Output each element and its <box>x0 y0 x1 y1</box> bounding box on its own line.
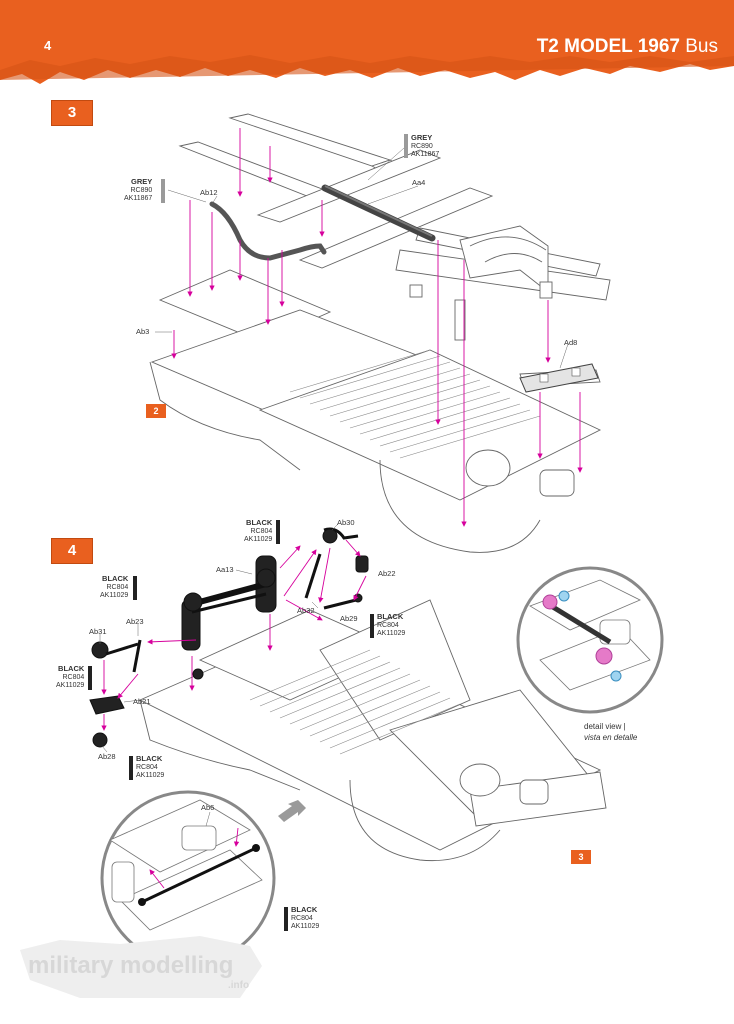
step-3-ref-badge: 2 <box>146 404 166 418</box>
step3-upper-frame <box>178 113 611 341</box>
label-ab3: Ab3 <box>136 327 150 336</box>
paint-code-1: RC890 <box>130 186 153 194</box>
step4-chassis <box>138 599 607 862</box>
label-ab21: Ab21 <box>133 697 151 706</box>
page-number: 4 <box>44 38 52 53</box>
paint-swatch-grey-left <box>161 179 165 203</box>
paint-code-2: AK11029 <box>377 630 406 637</box>
paint-callout-black-detail: BLACK RC804 AK11029 <box>291 905 320 932</box>
part-ab12-bar <box>209 201 327 261</box>
paint-swatch-black-top <box>276 520 280 544</box>
caption-es: vista en detalle <box>584 733 638 742</box>
paint-callout-black-right: BLACK RC804 AK11029 <box>377 612 406 639</box>
paint-color: BLACK <box>377 612 404 621</box>
paint-code-1: RC804 <box>250 527 273 535</box>
paint-color: BLACK <box>291 905 318 914</box>
paint-code-2: AK11867 <box>124 195 153 202</box>
paint-swatch-black-detail <box>284 907 288 931</box>
paint-code-2: AK11029 <box>136 772 165 779</box>
step-4-badge: 4 <box>51 538 93 564</box>
label-ad8: Ad8 <box>564 338 578 347</box>
paint-swatch-grey-top <box>404 134 408 158</box>
detail-view-circle <box>516 566 664 714</box>
paint-code-2: AK11029 <box>56 682 85 689</box>
label-ab28: Ab28 <box>98 752 116 761</box>
label-ab12: Ab12 <box>200 188 218 197</box>
paint-swatch-black-left-upper <box>133 576 137 600</box>
title-model: T2 MODEL 1967 <box>536 36 680 57</box>
paint-code-1: RC804 <box>291 914 313 922</box>
document-title: T2 MODEL 1967 Bus <box>537 36 718 58</box>
paint-color: GREY <box>411 133 433 142</box>
paint-callout-grey-top: GREY RC890 AK11867 <box>411 133 440 160</box>
detail-view-caption: detail view | vista en detalle <box>584 721 637 743</box>
paint-swatch-black-left-lower <box>88 666 92 690</box>
paint-color: BLACK <box>246 518 273 527</box>
caption-en: detail view | <box>584 722 626 731</box>
label-ab30: Ab30 <box>337 518 355 527</box>
paint-code-1: RC890 <box>411 142 433 150</box>
page-header: 4 T2 MODEL 1967 Bus <box>0 0 734 92</box>
paint-code-1: RC804 <box>106 583 129 591</box>
part-ad8-plate <box>519 363 599 393</box>
paint-code-2: AK11029 <box>100 592 129 599</box>
label-ab31: Ab31 <box>89 627 107 636</box>
paint-code-1: RC804 <box>62 673 85 681</box>
paint-code-2: AK11029 <box>291 923 320 930</box>
paint-callout-black-left-lower: BLACK RC804 AK11029 <box>56 664 85 691</box>
paint-callout-black-left-upper: BLACK RC804 AK11029 <box>100 574 129 601</box>
label-ab32: Ab32 <box>297 606 315 615</box>
paint-color: BLACK <box>102 574 129 583</box>
paint-color: BLACK <box>58 664 85 673</box>
watermark-silhouette <box>20 936 262 998</box>
paint-color: GREY <box>131 177 153 186</box>
step-3-badge: 3 <box>51 100 93 126</box>
watermark-subtext: .info <box>228 980 250 991</box>
paint-code-2: AK11867 <box>411 151 440 158</box>
label-ab22: Ab22 <box>378 569 396 578</box>
direction-arrow <box>278 800 306 822</box>
paint-callout-black-top: BLACK RC804 AK11029 <box>244 518 273 545</box>
label-aa13: Aa13 <box>216 565 234 574</box>
part-aa13-arm <box>181 555 277 651</box>
watermark-text: military modelling <box>28 952 234 979</box>
paint-callout-grey-left: GREY RC890 AK11867 <box>124 177 153 204</box>
paint-code-2: AK11029 <box>244 536 273 543</box>
part-aa4-tube <box>321 184 436 242</box>
label-ab23: Ab23 <box>126 617 144 626</box>
paint-swatch-black-bottom-left <box>129 756 133 780</box>
paint-callout-black-bottom-left: BLACK RC804 AK11029 <box>136 754 165 781</box>
paint-code-1: RC804 <box>136 763 158 771</box>
paint-swatch-black-right <box>370 614 374 638</box>
label-ab6: Ab6 <box>201 803 215 812</box>
label-ab29: Ab29 <box>340 614 358 623</box>
paint-color: BLACK <box>136 754 163 763</box>
step-4-ref-badge: 3 <box>571 850 591 864</box>
title-suffix: Bus <box>679 36 718 57</box>
label-aa4: Aa4 <box>412 178 426 187</box>
detail-view-circle-lower <box>100 790 276 966</box>
paint-code-1: RC804 <box>377 621 399 629</box>
header-brush-banner <box>0 0 734 84</box>
